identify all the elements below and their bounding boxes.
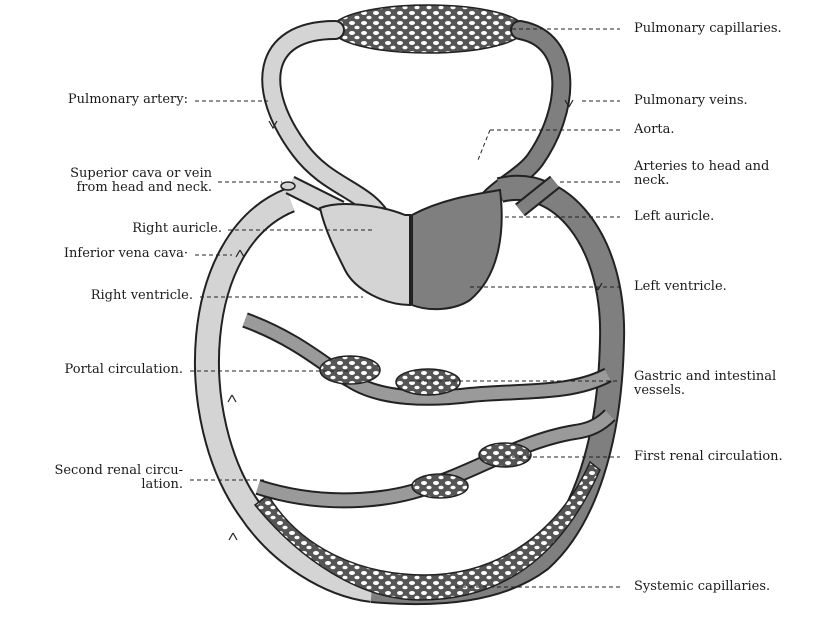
first-renal-capillaries (479, 443, 531, 467)
label-first-renal: First renal circulation. (634, 450, 783, 464)
label-pulmonary-artery: Pulmonary artery: (40, 93, 188, 107)
portal-capillaries (320, 356, 380, 384)
label-superior-cava: Superior cava or vein from head and neck… (0, 167, 212, 195)
label-left-ventricle: Left ventricle. (634, 280, 727, 294)
gastric-capillaries (396, 369, 460, 395)
label-right-ventricle: Right ventricle. (40, 289, 193, 303)
label-left-auricle: Left auricle. (634, 210, 714, 224)
label-gastric-intestinal: Gastric and intestinal vessels. (634, 370, 776, 398)
left-heart (412, 190, 502, 309)
second-renal-capillaries (412, 474, 468, 498)
right-heart (320, 204, 410, 305)
label-systemic-capillaries: Systemic capillaries. (634, 580, 770, 594)
pulmonary-capillaries (332, 5, 524, 53)
label-right-auricle: Right auricle. (60, 222, 222, 236)
label-pulmonary-capillaries: Pulmonary capillaries. (634, 22, 782, 36)
label-arteries-head-neck: Arteries to head and neck. (634, 160, 769, 188)
flow-arrows (228, 100, 602, 540)
label-portal-circulation: Portal circulation. (20, 363, 183, 377)
label-pulmonary-veins: Pulmonary veins. (634, 94, 748, 108)
label-inferior-vena-cava: Inferior vena cava· (30, 247, 188, 261)
label-second-renal: Second renal circu- lation. (20, 464, 183, 492)
label-aorta: Aorta. (634, 123, 675, 137)
